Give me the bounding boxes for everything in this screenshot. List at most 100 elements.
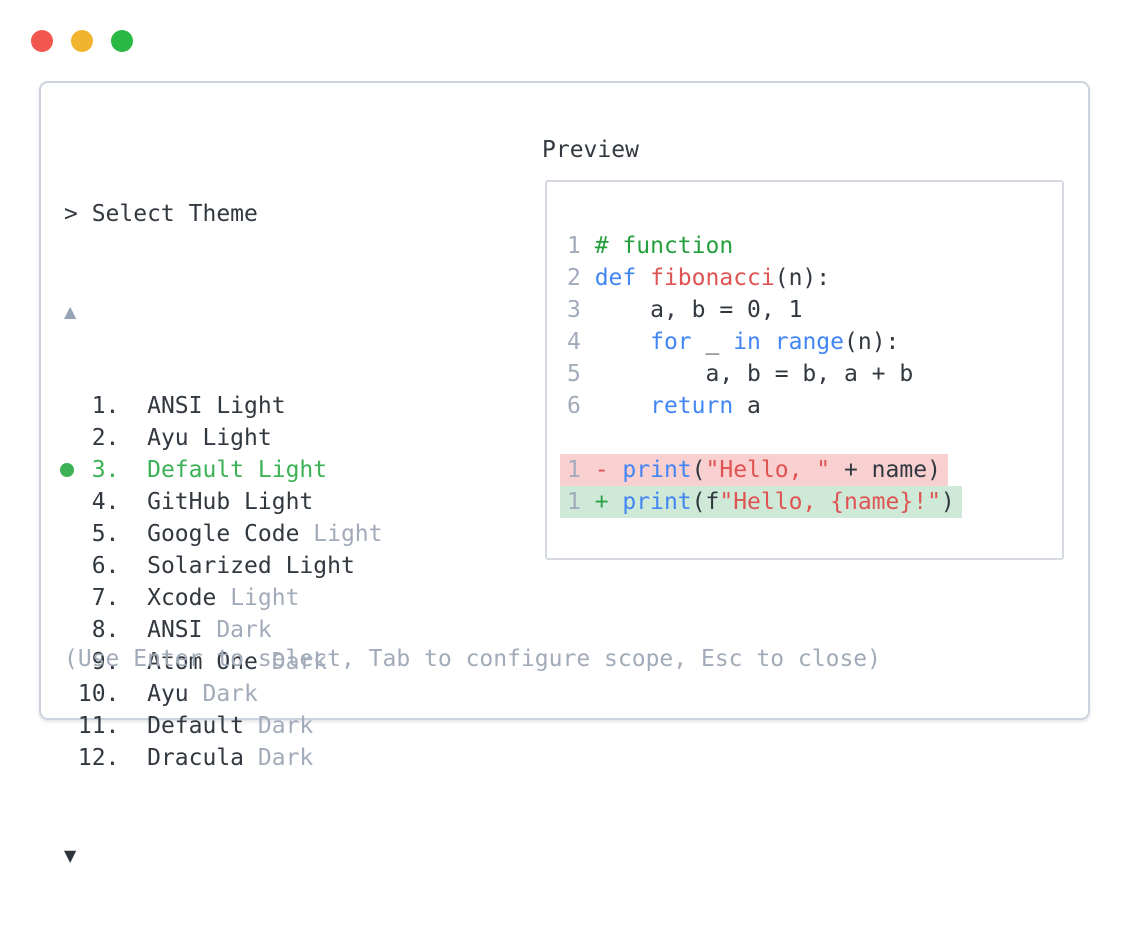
select-theme-prompt: > Select Theme bbox=[64, 201, 258, 227]
theme-item-name: Google Code bbox=[147, 521, 300, 547]
theme-item-name: Xcode bbox=[147, 585, 217, 611]
theme-item-google-code-light[interactable]: 5. Google Code Light bbox=[64, 518, 383, 550]
code-token: a, b = 0, 1 bbox=[594, 297, 803, 323]
theme-item-default-light[interactable]: 3. Default Light bbox=[60, 454, 383, 486]
theme-item-variant: Light bbox=[244, 457, 328, 483]
theme-item-github-light[interactable]: 4. GitHub Light bbox=[64, 486, 383, 518]
code-token: ( bbox=[691, 457, 706, 483]
code-token: a bbox=[733, 393, 761, 419]
theme-item-name: Ayu bbox=[147, 681, 189, 707]
code-token: # function bbox=[594, 233, 734, 259]
code-line bbox=[567, 422, 962, 454]
code-token: + name) bbox=[830, 457, 941, 483]
theme-item-number: 10. bbox=[64, 681, 148, 707]
theme-item-number: 2. bbox=[64, 425, 148, 451]
theme-item-name: Solarized bbox=[147, 553, 272, 579]
scroll-down-control[interactable]: ▼ bbox=[64, 838, 383, 870]
theme-item-number: 11. bbox=[64, 713, 148, 739]
theme-item-variant: Dark bbox=[202, 617, 272, 643]
code-token bbox=[761, 329, 775, 355]
window-close-button[interactable] bbox=[31, 30, 53, 52]
theme-item-ayu-dark[interactable]: 10. Ayu Dark bbox=[64, 678, 383, 710]
theme-item-number: 6. bbox=[64, 553, 148, 579]
theme-item-variant: Light bbox=[299, 521, 383, 547]
code-token bbox=[595, 329, 650, 355]
line-number: 1 bbox=[567, 457, 595, 483]
selected-bullet-icon bbox=[60, 463, 74, 477]
line-number: 3 bbox=[567, 297, 595, 323]
theme-item-variant: Dark bbox=[244, 745, 314, 771]
theme-item-ayu-light[interactable]: 2. Ayu Light bbox=[64, 422, 383, 454]
theme-picker-panel: > Select Theme ▲ 1. ANSI Light 2. Ayu Li… bbox=[39, 81, 1090, 865]
code-token: (n): bbox=[844, 329, 900, 355]
theme-item-number: 12. bbox=[64, 745, 148, 771]
theme-list: 1. ANSI Light 2. Ayu Light 3. Default Li… bbox=[60, 390, 383, 774]
code-token: ) bbox=[940, 489, 955, 515]
theme-item-number: 1. bbox=[64, 393, 148, 419]
code-token: - bbox=[594, 457, 623, 483]
theme-item-atom-one-dark[interactable]: 9. Atom One Dark bbox=[64, 646, 383, 678]
theme-item-variant: Dark bbox=[188, 681, 258, 707]
line-number: 6 bbox=[567, 393, 595, 419]
code-line: 5 a, b = b, a + b bbox=[567, 358, 962, 390]
code-line: 6 return a bbox=[567, 390, 962, 422]
code-line-diff-added: 1 + print(f"Hello, {name}!") bbox=[560, 486, 962, 518]
code-token: fibonacci bbox=[650, 265, 775, 291]
theme-item-name: ANSI bbox=[147, 393, 203, 419]
theme-item-xcode-light[interactable]: 7. Xcode Light bbox=[64, 582, 383, 614]
line-number: 5 bbox=[567, 361, 595, 387]
code-token: return bbox=[650, 393, 734, 419]
theme-item-default-dark[interactable]: 11. Default Dark bbox=[64, 710, 383, 742]
line-number: 1 bbox=[567, 233, 595, 259]
code-line: 2 def fibonacci(n): bbox=[567, 262, 962, 294]
code-token: range bbox=[774, 329, 844, 355]
code-token: (f bbox=[691, 489, 720, 515]
theme-item-ansi-light[interactable]: 1. ANSI Light bbox=[64, 390, 383, 422]
theme-item-name: Dracula bbox=[147, 745, 245, 771]
code-token bbox=[595, 393, 650, 419]
theme-item-name: Ayu bbox=[147, 425, 189, 451]
line-number: 1 bbox=[567, 489, 595, 515]
theme-item-solarized-light[interactable]: 6. Solarized Light bbox=[64, 550, 383, 582]
code-token: a, b = b, a + b bbox=[594, 361, 914, 387]
preview-title: Preview bbox=[542, 137, 639, 163]
theme-item-name: Default bbox=[147, 713, 245, 739]
theme-item-variant: Light bbox=[216, 585, 300, 611]
line-number: 4 bbox=[567, 329, 595, 355]
code-token: for bbox=[650, 329, 692, 355]
scroll-up-icon[interactable]: ▲ bbox=[64, 302, 77, 321]
theme-item-name: Atom One bbox=[147, 649, 258, 675]
code-token: def bbox=[594, 265, 637, 291]
window-minimize-button[interactable] bbox=[71, 30, 93, 52]
theme-item-variant: Light bbox=[230, 489, 314, 515]
code-token: "Hello, {name}!" bbox=[719, 489, 941, 515]
theme-item-number: 7. bbox=[64, 585, 148, 611]
code-line: 4 for _ in range(n): bbox=[567, 326, 962, 358]
theme-item-name: GitHub bbox=[147, 489, 231, 515]
theme-item-name: Default bbox=[147, 457, 245, 483]
theme-item-number: 9. bbox=[64, 649, 148, 675]
code-token: in bbox=[733, 329, 761, 355]
code-token bbox=[636, 265, 650, 291]
theme-item-dracula-dark[interactable]: 12. Dracula Dark bbox=[64, 742, 383, 774]
theme-item-variant: Light bbox=[271, 553, 355, 579]
theme-item-variant: Light bbox=[202, 393, 286, 419]
theme-item-number: 3. bbox=[64, 457, 148, 483]
code-token: "Hello, " bbox=[705, 457, 831, 483]
code-token: print bbox=[622, 489, 692, 515]
theme-item-ansi-dark[interactable]: 8. ANSI Dark bbox=[64, 614, 383, 646]
code-line: 3 a, b = 0, 1 bbox=[567, 294, 962, 326]
scroll-up-control[interactable]: ▲ bbox=[64, 294, 383, 326]
scroll-down-icon[interactable]: ▼ bbox=[64, 846, 77, 865]
code-token: _ bbox=[691, 329, 734, 355]
theme-picker-left-column: > Select Theme ▲ 1. ANSI Light 2. Ayu Li… bbox=[60, 134, 383, 934]
theme-item-variant: Light bbox=[188, 425, 272, 451]
theme-item-variant: Dark bbox=[257, 649, 328, 675]
theme-item-name: ANSI bbox=[147, 617, 203, 643]
window-zoom-button[interactable] bbox=[111, 30, 133, 52]
code-line: 1 # function bbox=[567, 230, 962, 262]
code-line-diff-removed: 1 - print("Hello, " + name) bbox=[560, 454, 948, 486]
line-number: 2 bbox=[567, 265, 595, 291]
